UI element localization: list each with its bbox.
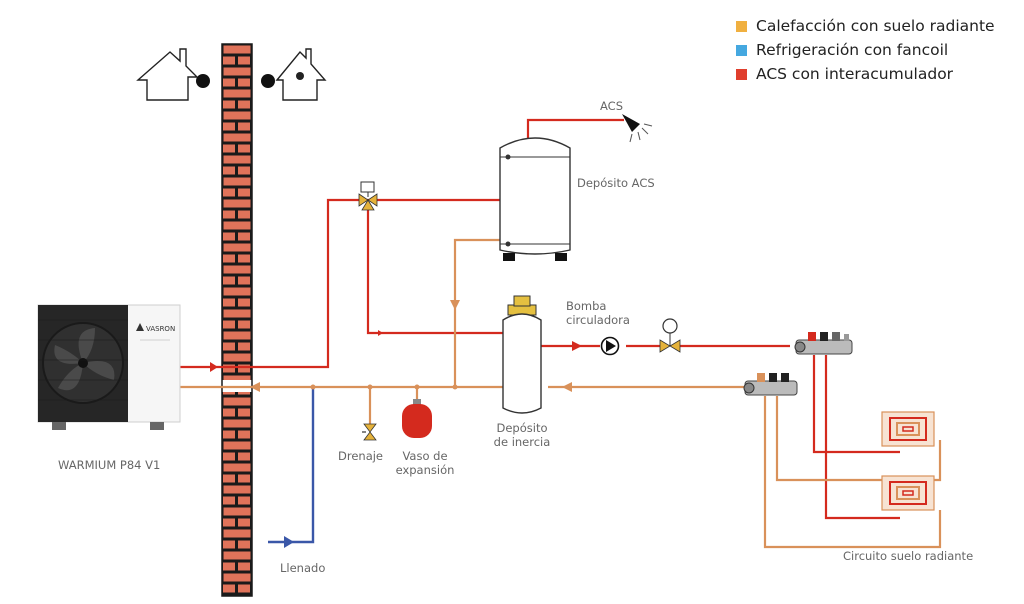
motor-valve-icon <box>659 318 681 353</box>
flow-arrows <box>210 300 582 548</box>
deposito-acs-tank <box>499 137 571 261</box>
red-pipes <box>180 118 900 520</box>
legend-swatch <box>736 20 747 32</box>
legend-item: ACS con interacumulador <box>736 62 995 86</box>
label-de-inercia: de inercia <box>493 435 551 449</box>
legend-swatch <box>736 44 747 56</box>
pump-icon <box>600 336 620 356</box>
house-dot <box>196 74 210 88</box>
legend-item: Calefacción con suelo radiante <box>736 14 995 38</box>
label-unit-name: WARMIUM P84 V1 <box>58 458 161 472</box>
brick-wall <box>221 43 253 597</box>
legend-label: Calefacción con suelo radiante <box>756 17 995 35</box>
label-expansion: expansión <box>395 463 455 477</box>
floor-coil-icon <box>881 475 935 511</box>
shower-icon <box>622 114 653 143</box>
legend-swatch <box>736 68 747 80</box>
label-drenaje: Drenaje <box>338 449 384 463</box>
legend-item: Refrigeración con fancoil <box>736 38 995 62</box>
blue-pipe <box>268 387 315 544</box>
house-icon <box>275 48 327 101</box>
three-way-valve-icon <box>358 181 378 211</box>
label-deposito-acs: Depósito ACS <box>577 176 655 190</box>
expansion-vessel-icon <box>402 399 432 438</box>
manifold-icon <box>794 332 853 355</box>
house-icon <box>136 48 199 101</box>
label-bomba: Bomba <box>566 299 607 313</box>
label-vaso: Vaso de <box>402 449 448 463</box>
label-circuito: Circuito suelo radiante <box>843 549 974 563</box>
label-llenado: Llenado <box>280 561 326 575</box>
floor-coil-icon <box>881 411 935 447</box>
legend-label: ACS con interacumulador <box>756 65 954 83</box>
heat-pump-unit: VASRON <box>37 304 181 430</box>
legend: Calefacción con suelo radiante Refrigera… <box>736 14 995 86</box>
manifold-icon <box>743 373 798 396</box>
house-dot <box>261 74 275 88</box>
deposito-inercia-tank <box>502 295 542 414</box>
brand-logo: VASRON <box>146 325 175 333</box>
drain-valve-icon <box>362 423 377 441</box>
legend-label: Refrigeración con fancoil <box>756 41 949 59</box>
label-circuladora: circuladora <box>566 313 630 327</box>
label-deposito-inercia: Depósito <box>496 421 548 435</box>
label-acs: ACS <box>600 99 623 113</box>
